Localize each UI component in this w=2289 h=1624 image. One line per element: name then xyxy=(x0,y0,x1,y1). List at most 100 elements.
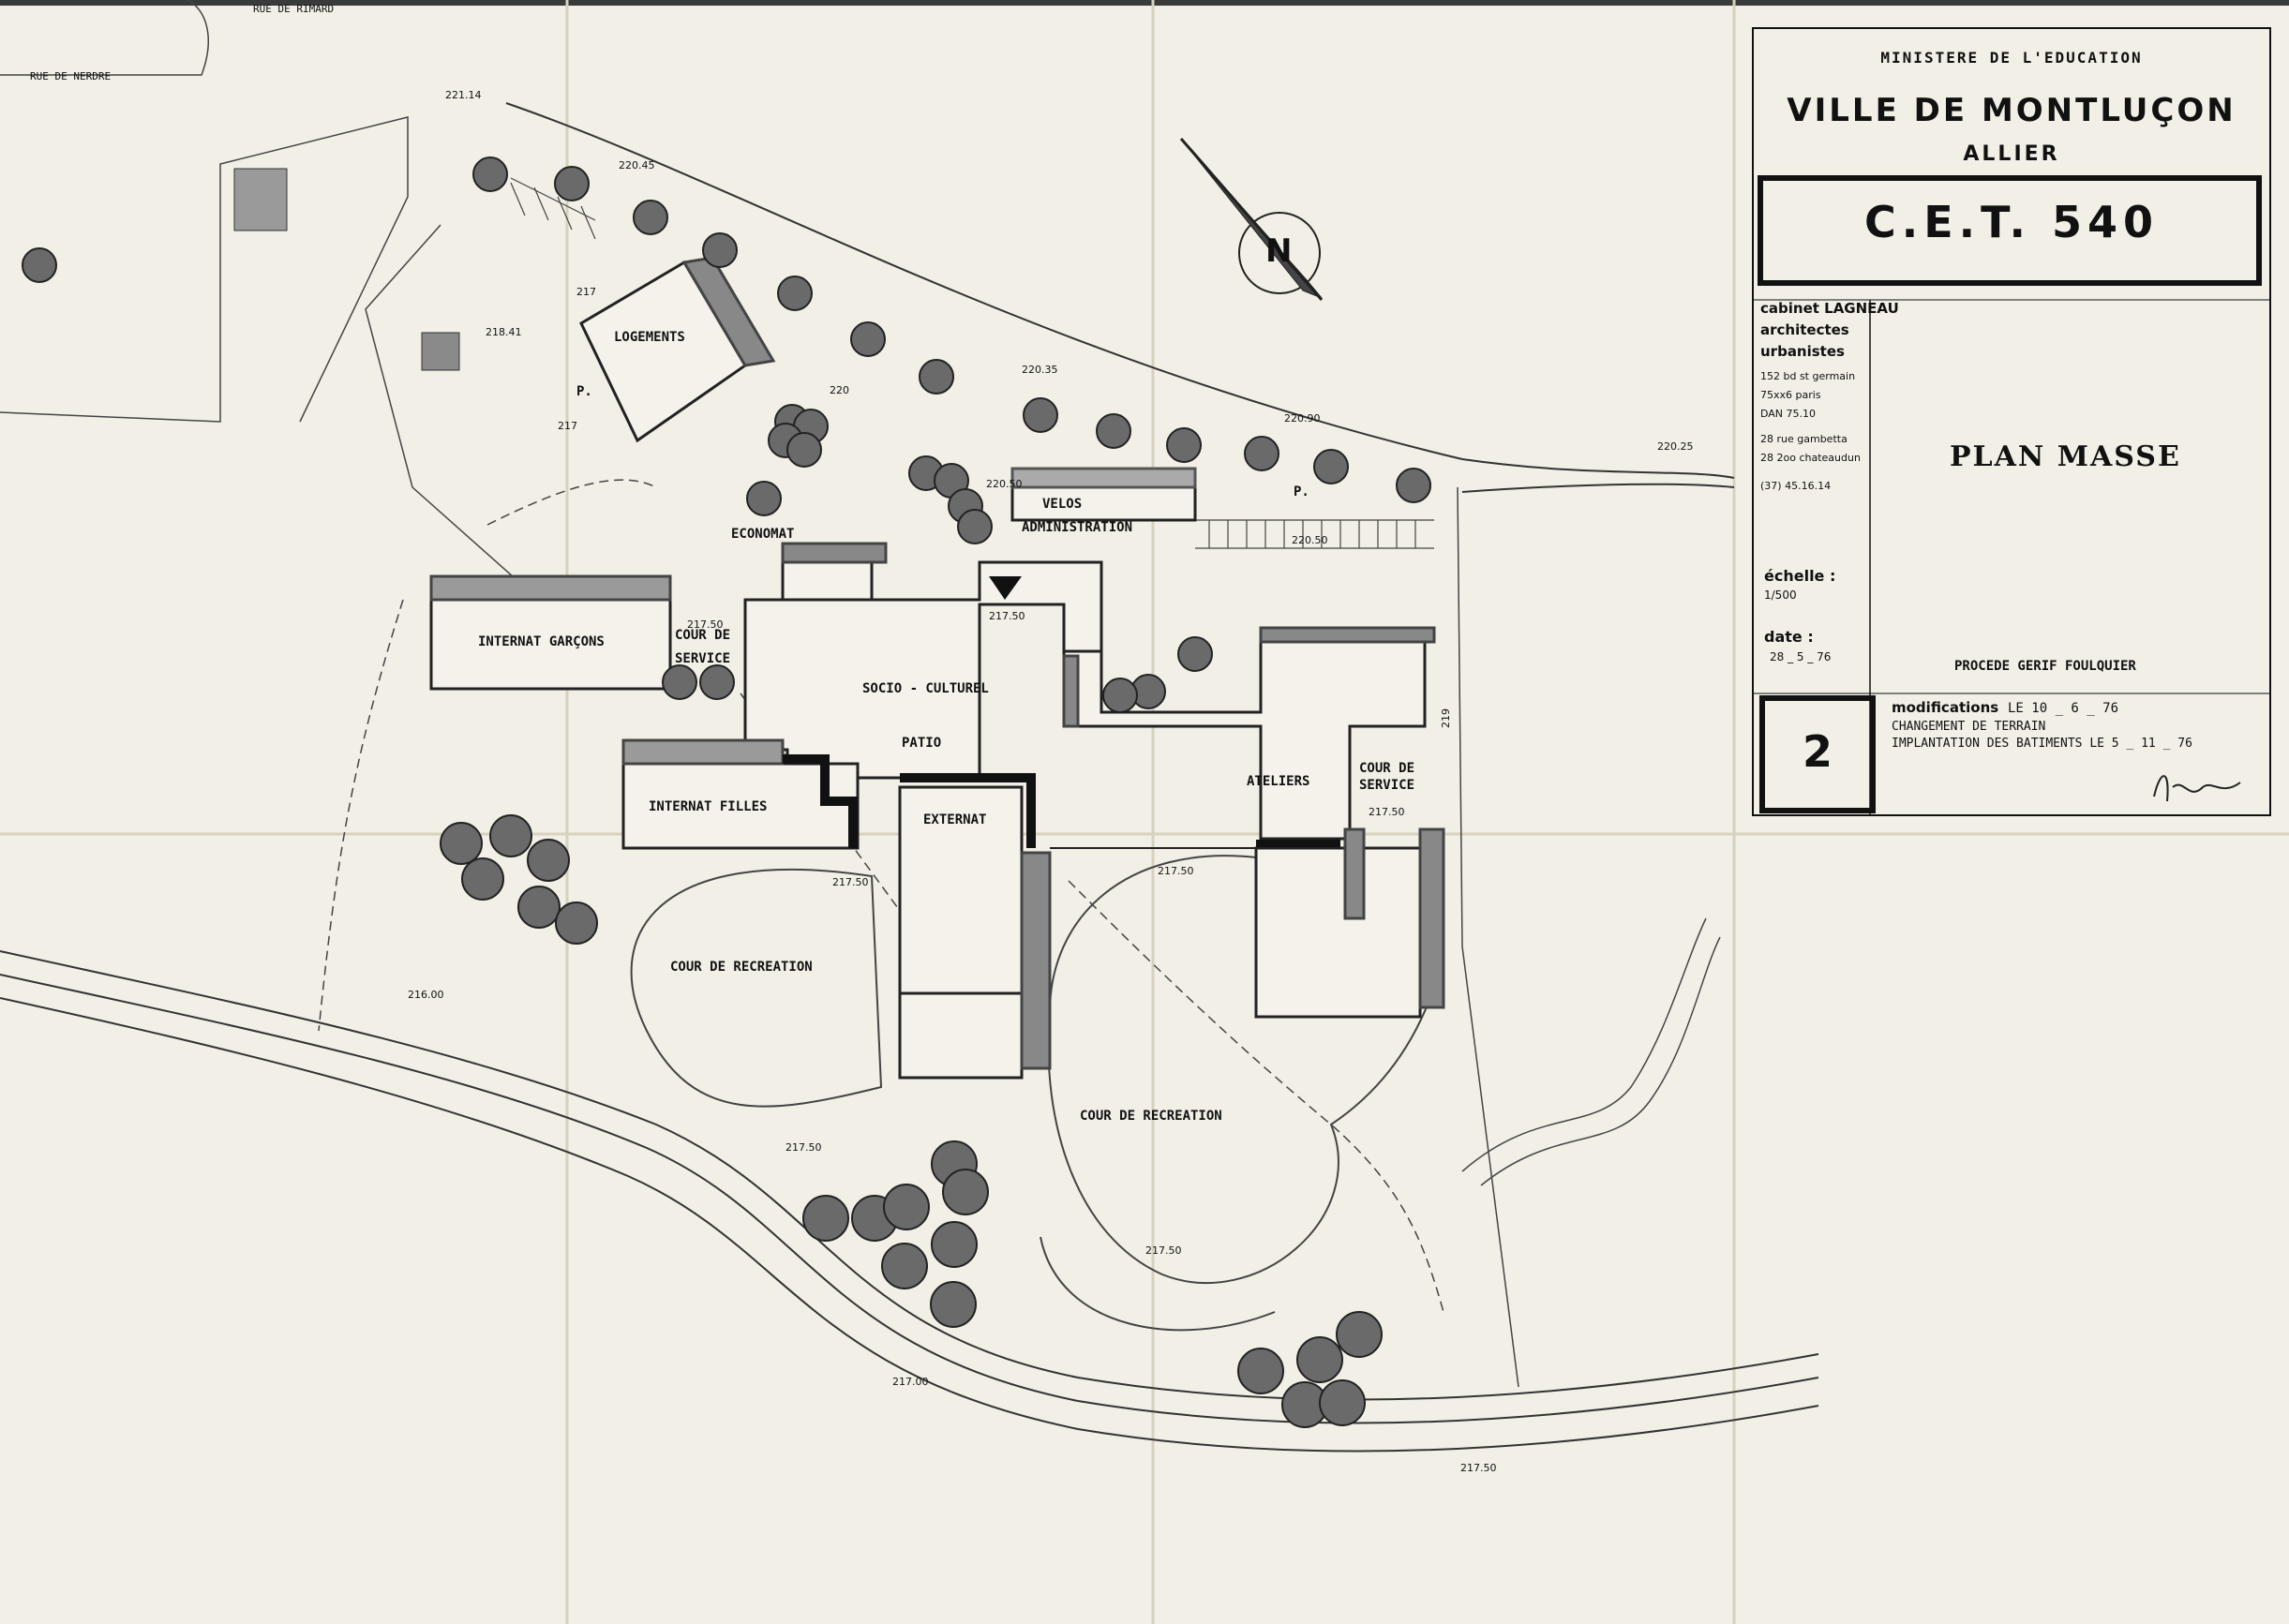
level-label: 221.14 xyxy=(445,89,482,101)
label-cour-service-1b: SERVICE xyxy=(675,651,731,666)
tree xyxy=(554,166,590,201)
address-line: (37) 45.16.14 xyxy=(1760,480,1832,492)
tree xyxy=(1166,427,1202,463)
label-cour-recreation-2: COUR DE RECREATION xyxy=(1080,1109,1222,1124)
tree xyxy=(919,359,954,395)
title-block-frame xyxy=(1752,27,2271,816)
parking-hatch xyxy=(510,177,1434,549)
tree xyxy=(746,481,782,516)
tree xyxy=(1177,636,1213,672)
tree xyxy=(850,321,886,357)
tree xyxy=(472,156,508,192)
tree xyxy=(931,1221,978,1268)
label-patio: PATIO xyxy=(902,736,942,751)
building-internat-filles xyxy=(621,762,860,850)
level-label: 220.45 xyxy=(619,159,655,171)
label-internat-garcons: INTERNAT GARÇONS xyxy=(478,634,605,649)
tree xyxy=(957,509,993,544)
label-parking-2: P. xyxy=(1294,484,1309,499)
buildings xyxy=(429,256,1445,1080)
level-label: 217.50 xyxy=(1145,1244,1182,1257)
level-label: 220.50 xyxy=(986,478,1023,490)
modifications-label: modifications xyxy=(1892,699,1999,716)
entrance-arrow xyxy=(989,576,1022,600)
tree xyxy=(883,1184,930,1230)
department-line: ALLIER xyxy=(1963,142,2060,166)
north-arrow xyxy=(1179,138,1324,301)
tree xyxy=(1336,1311,1383,1358)
label-cour-service-2a: COUR DE xyxy=(1359,761,1415,776)
tree xyxy=(662,664,697,700)
tree xyxy=(517,886,561,929)
north-letter: N xyxy=(1265,232,1293,270)
address-line: DAN 75.10 xyxy=(1760,408,1817,420)
label-logements: LOGEMENTS xyxy=(614,330,685,345)
address-line: 28 2oo chateaudun xyxy=(1760,452,1861,464)
project-title: C.E.T. 540 xyxy=(1863,197,2160,247)
level-label: 219 xyxy=(1440,708,1452,728)
label-parking-1: P. xyxy=(576,384,592,399)
road xyxy=(0,950,1819,1453)
level-label: 217 xyxy=(558,420,577,432)
date-label: date : xyxy=(1764,628,1814,646)
label-cour-recreation-1: COUR DE RECREATION xyxy=(670,960,813,975)
level-label: 220.25 xyxy=(1657,440,1694,453)
change-line-2: IMPLANTATION DES BATIMENTS LE 5 _ 11 _ 7… xyxy=(1892,737,2192,751)
tree xyxy=(633,200,668,235)
address-line: 152 bd st germain xyxy=(1760,370,1856,382)
address-line: 28 rue gambetta xyxy=(1760,433,1848,445)
tree xyxy=(555,901,598,945)
date-value: 28 _ 5 _ 76 xyxy=(1770,650,1832,663)
label-cour-service-2b: SERVICE xyxy=(1359,778,1415,793)
level-label: 220.50 xyxy=(1292,534,1328,546)
scale-value: 1/500 xyxy=(1764,589,1797,602)
building-internat-garcons xyxy=(429,598,672,691)
plan-title: PLAN MASSE xyxy=(1950,440,2181,473)
upper-road xyxy=(505,102,1735,493)
existing-buildings xyxy=(233,168,460,371)
scale-label: échelle : xyxy=(1764,567,1836,585)
sheet-number: 2 xyxy=(1802,726,1833,777)
tree xyxy=(1237,1348,1284,1394)
level-label: 220.35 xyxy=(1022,364,1058,376)
tree xyxy=(22,247,57,283)
tree xyxy=(930,1281,977,1328)
title-block: MINISTERE DE L'EDUCATION VILLE DE MONTLU… xyxy=(1753,28,2270,815)
city-line: VILLE DE MONTLUÇON xyxy=(1787,92,2237,129)
label-ateliers: ATELIERS xyxy=(1247,774,1310,789)
level-label: 217.50 xyxy=(989,610,1025,622)
level-label: 217.50 xyxy=(687,618,724,631)
modifications-date: LE 10 _ 6 _ 76 xyxy=(2008,701,2119,716)
tree xyxy=(1244,436,1279,471)
level-label: 217.50 xyxy=(785,1141,822,1154)
level-label: 220 xyxy=(830,384,849,396)
building-socio-culturel xyxy=(743,560,1103,780)
label-internat-filles: INTERNAT FILLES xyxy=(649,799,768,814)
label-externat: EXTERNAT xyxy=(923,812,987,827)
architect-line-2: architectes xyxy=(1760,321,1849,338)
plot-boundaries xyxy=(0,0,1721,1388)
label-administration: ADMINISTRATION xyxy=(1022,520,1133,535)
tree xyxy=(777,276,813,311)
tree xyxy=(702,232,738,268)
building-right xyxy=(1254,846,1422,1019)
building-ateliers xyxy=(1062,640,1427,841)
tree xyxy=(942,1169,989,1215)
tree xyxy=(699,664,735,700)
level-label: 217.00 xyxy=(892,1376,929,1388)
level-label: 218.41 xyxy=(486,326,522,338)
street-label-rimard: RUE DE RIMARD xyxy=(253,3,335,15)
tree xyxy=(489,814,532,857)
tree xyxy=(1296,1336,1343,1383)
tree xyxy=(881,1243,928,1289)
architect-line-3: urbanistes xyxy=(1760,343,1845,360)
label-cour-service-1a: COUR DE xyxy=(675,628,731,643)
tree xyxy=(786,432,822,468)
label-socio-culturel: SOCIO - CULTUREL xyxy=(862,681,989,696)
label-velos: VELOS xyxy=(1042,497,1083,512)
tree xyxy=(1313,449,1349,484)
level-label: 217 xyxy=(576,286,596,298)
level-label: 216.00 xyxy=(408,989,444,1001)
tree xyxy=(461,857,504,901)
